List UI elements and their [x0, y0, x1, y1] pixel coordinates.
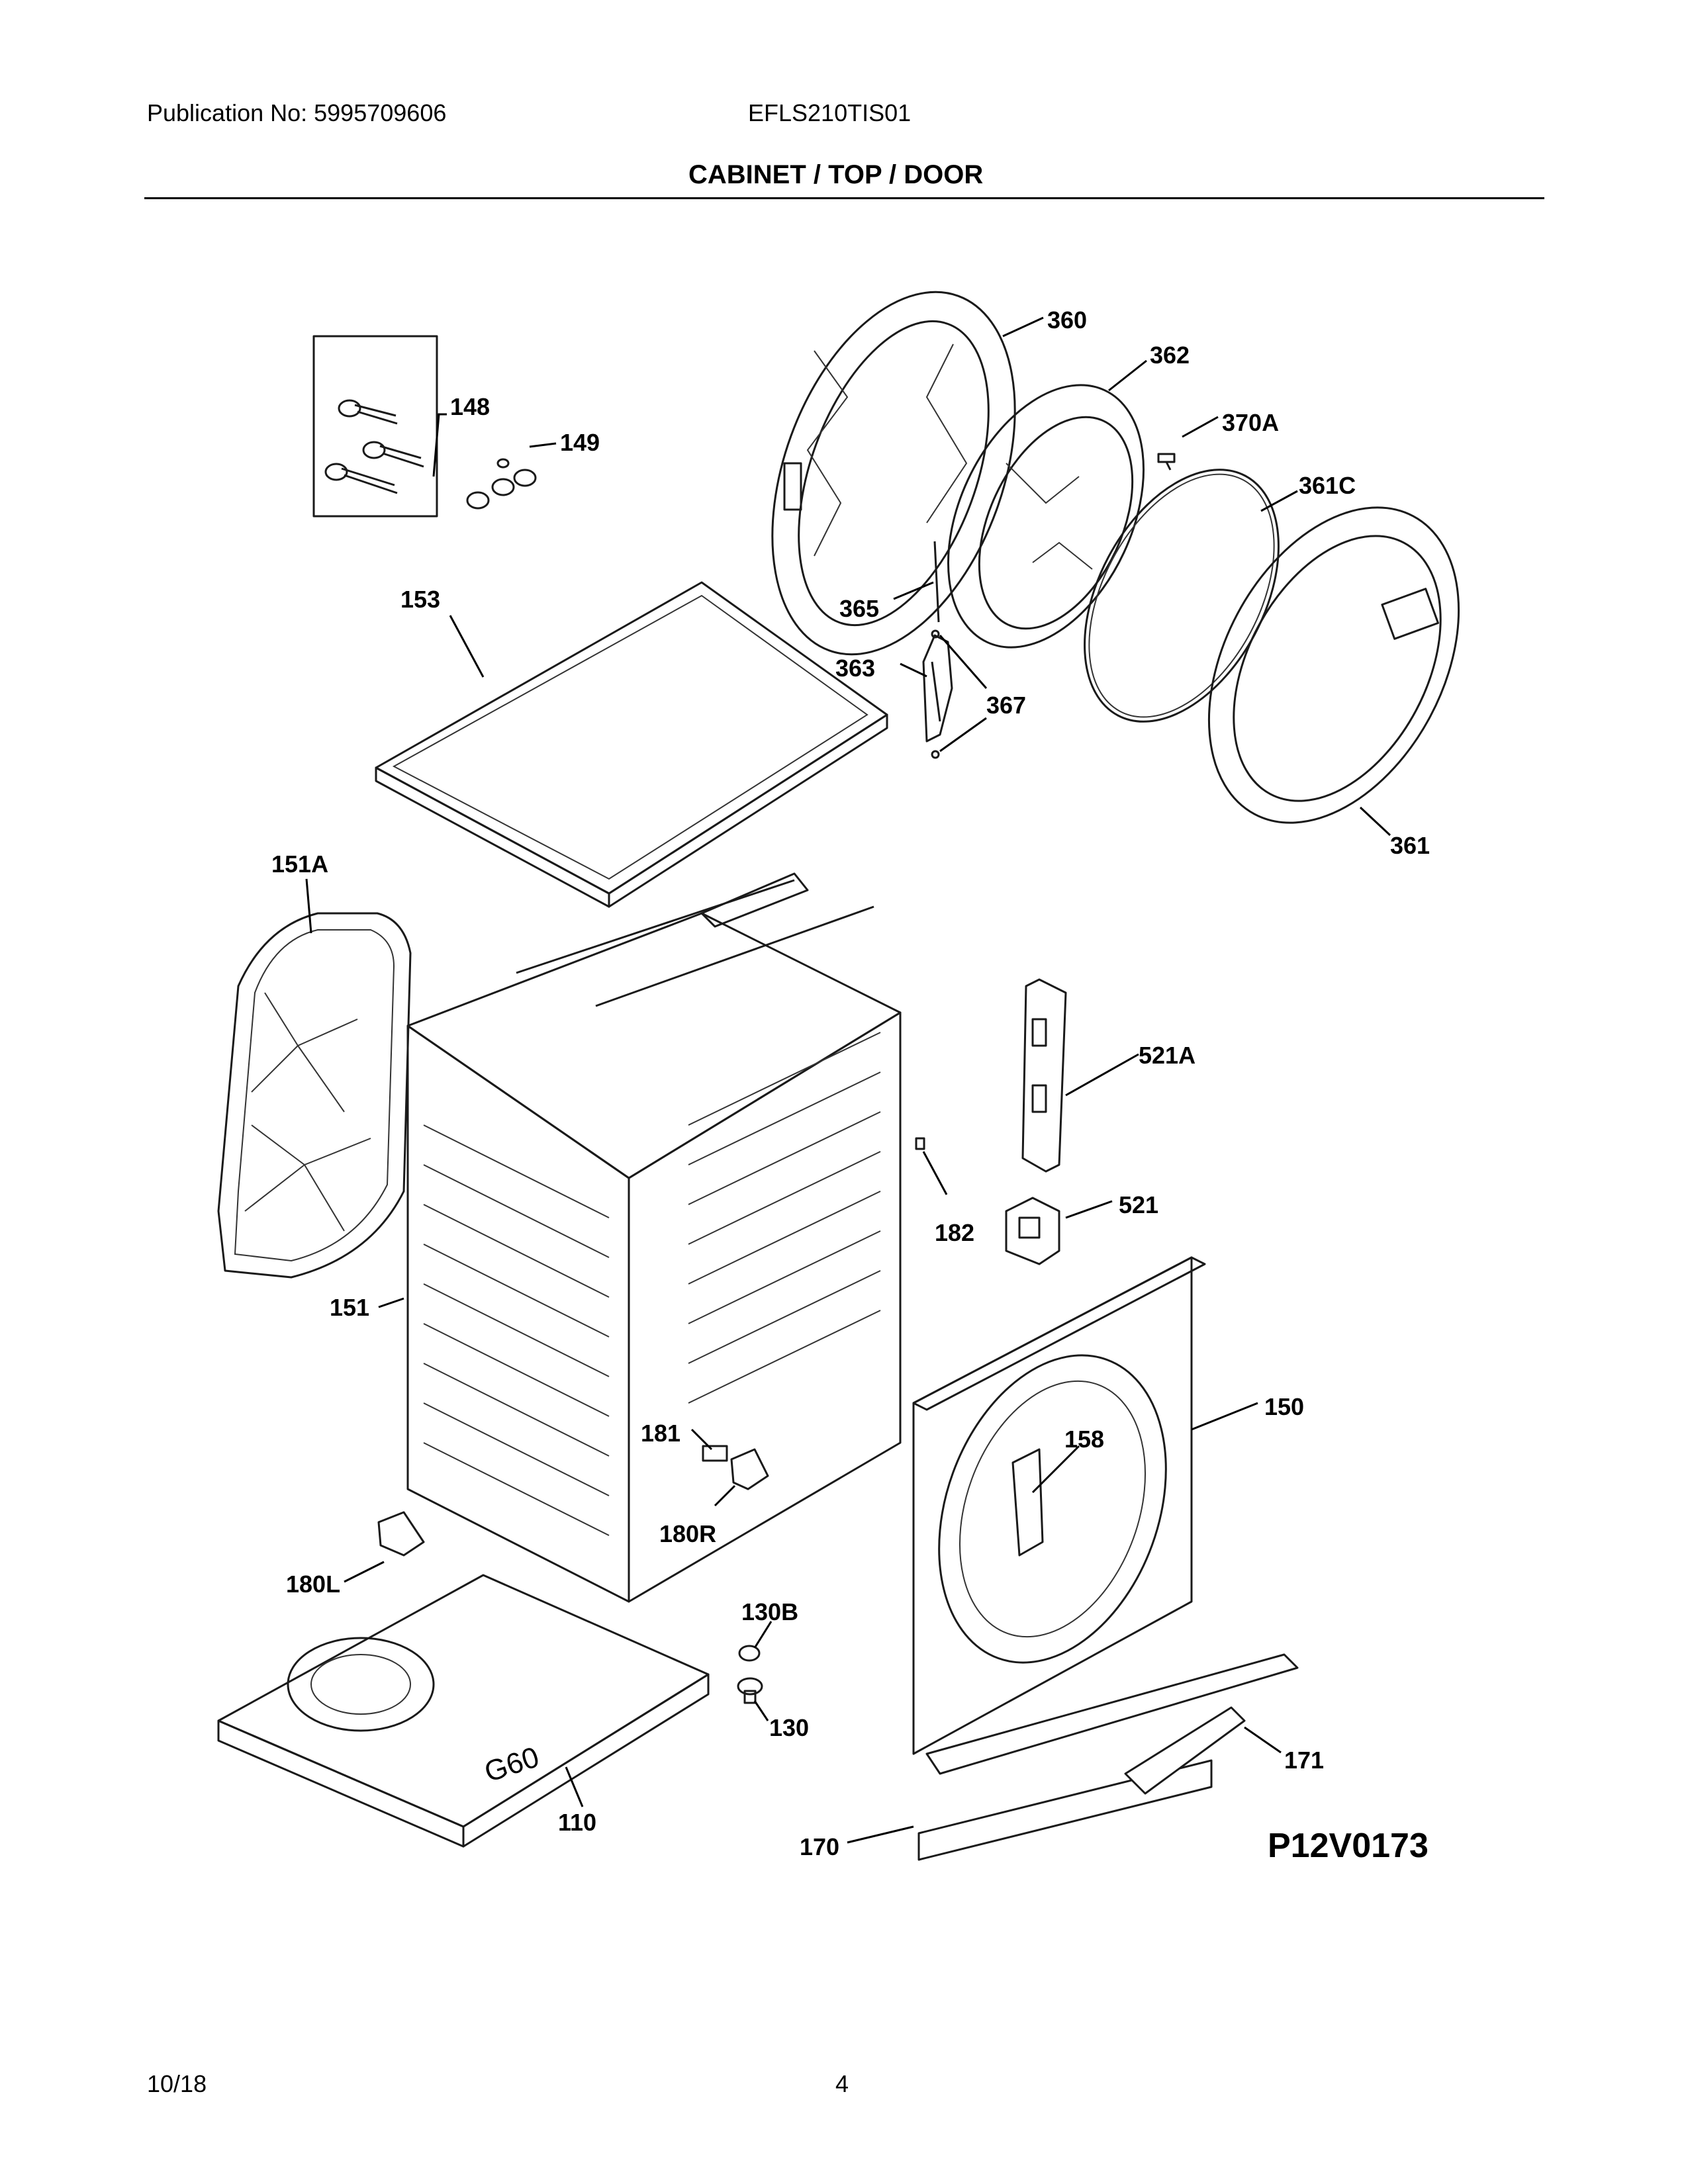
part-label-365: 365: [839, 595, 879, 622]
hole-plugs: [466, 458, 537, 510]
base: [217, 1574, 710, 1848]
wire-clip: [915, 1137, 925, 1150]
toe-kick-frame: [925, 1653, 1299, 1775]
part-label-151: 151: [330, 1294, 369, 1321]
door-lock: [1005, 1197, 1060, 1265]
foot-bracket-right: [730, 1448, 769, 1490]
part-label-153: 153: [400, 586, 440, 613]
part-label-180r: 180R: [659, 1520, 716, 1547]
leveling-foot-nut: [738, 1645, 761, 1662]
service-cover: [1124, 1706, 1246, 1795]
cabinet: [406, 872, 902, 1603]
leveling-foot: [737, 1677, 763, 1704]
footer-date: 10/18: [147, 2070, 207, 2097]
part-label-130: 130: [769, 1714, 809, 1741]
part-label-367: 367: [986, 692, 1026, 719]
header-rule: [144, 197, 1544, 199]
model-number: EFLS210TIS01: [748, 99, 912, 126]
part-label-170: 170: [800, 1833, 839, 1860]
clip-181: [702, 1445, 728, 1462]
part-label-151a: 151A: [271, 850, 328, 878]
door-outer-trim: [1207, 506, 1460, 824]
publication-number: Publication No: 5995709606: [147, 99, 447, 126]
part-label-521: 521: [1119, 1191, 1158, 1218]
part-label-148: 148: [450, 393, 490, 420]
door-hinge: [922, 541, 953, 759]
part-label-130b: 130B: [741, 1598, 798, 1625]
part-label-171: 171: [1284, 1747, 1324, 1774]
part-label-362: 362: [1150, 341, 1190, 369]
part-label-180l: 180L: [286, 1570, 340, 1598]
footer-page-number: 4: [835, 2070, 849, 2097]
part-label-363: 363: [835, 655, 875, 682]
part-label-110: 110: [558, 1809, 596, 1836]
part-label-361: 361: [1390, 832, 1430, 859]
section-title: CABINET / TOP / DOOR: [688, 160, 984, 189]
diagram-code: P12V0173: [1268, 1827, 1429, 1865]
foot-bracket-left: [377, 1511, 425, 1557]
shipping-bolt-kit: [312, 335, 438, 518]
part-label-370a: 370A: [1222, 409, 1279, 436]
top-panel: [375, 581, 888, 908]
part-label-158: 158: [1064, 1426, 1104, 1453]
front-panel: [912, 1256, 1206, 1755]
part-label-150: 150: [1264, 1393, 1304, 1420]
leader-lines: [305, 316, 1391, 1844]
front-panel-shield: [1011, 1448, 1044, 1557]
part-label-149: 149: [560, 429, 600, 456]
part-label-361c: 361C: [1299, 472, 1356, 499]
rear-panel: [217, 912, 412, 1279]
part-label-182: 182: [935, 1219, 974, 1246]
hinge-pin: [1157, 453, 1176, 471]
part-label-521a: 521A: [1139, 1042, 1196, 1069]
door-outer-ring: [771, 291, 1016, 656]
part-label-181: 181: [641, 1420, 680, 1447]
base-marking: G60: [481, 1741, 543, 1788]
part-label-360: 360: [1047, 306, 1087, 334]
door-inner-glass: [947, 384, 1145, 649]
interlock-bracket: [1021, 978, 1067, 1173]
